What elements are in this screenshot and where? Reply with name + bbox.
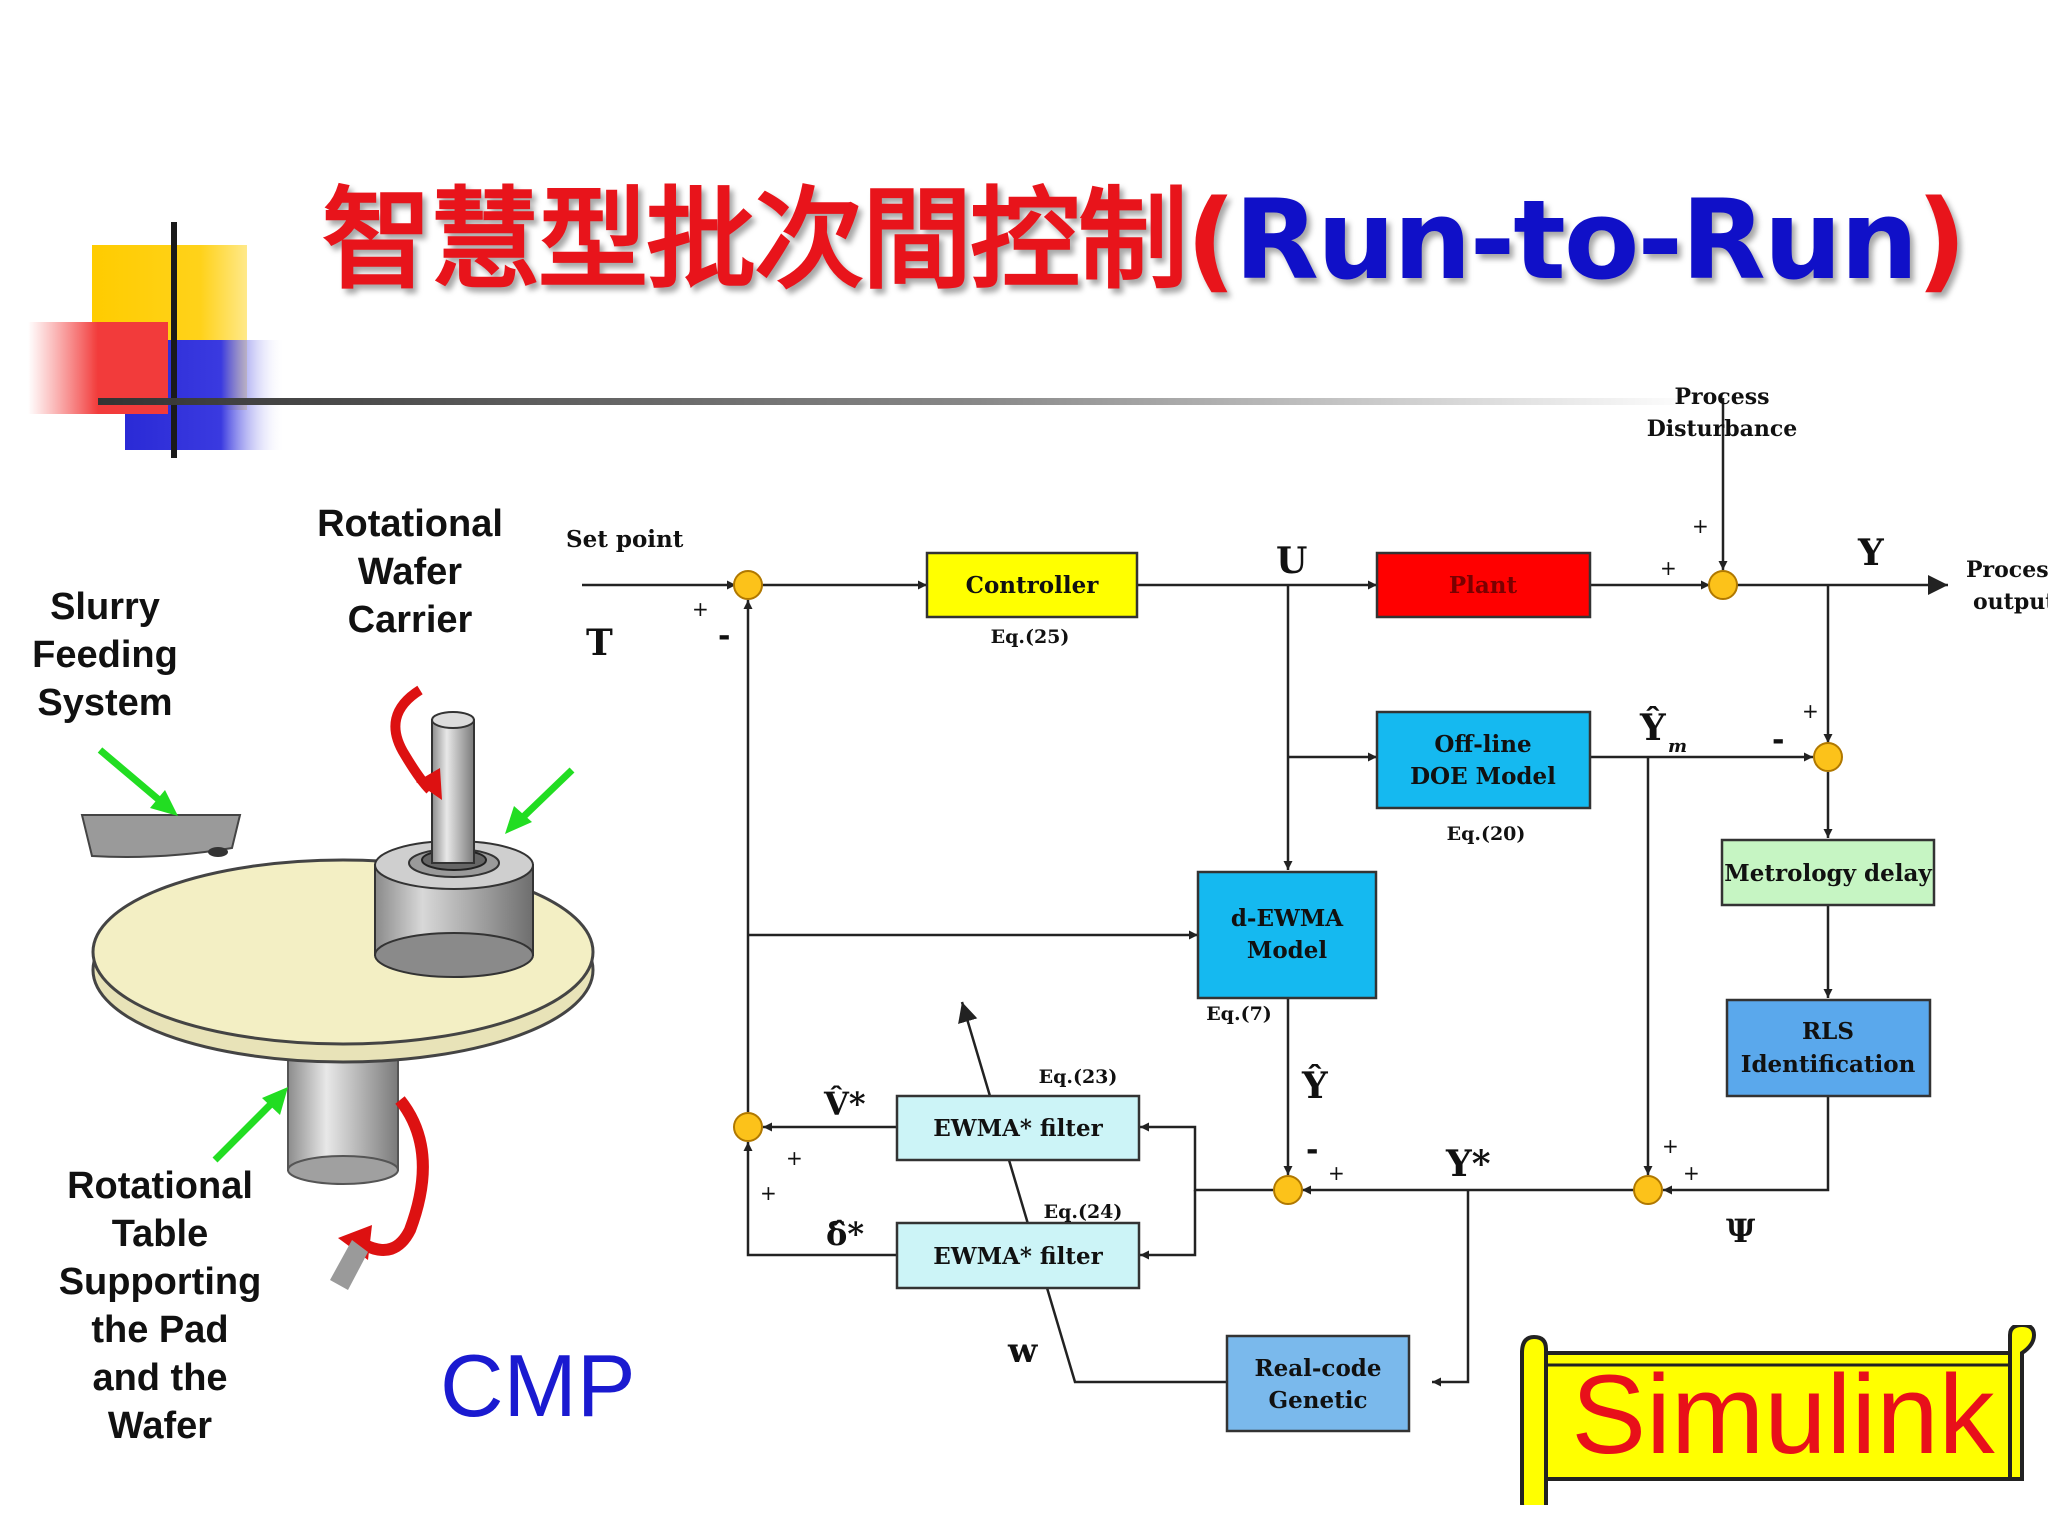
process-output-label-1: Process (1966, 557, 2048, 583)
signal-psi: Ψ (1726, 1212, 1756, 1250)
controller-label: Controller (966, 572, 1100, 599)
d-ewma-block (1196, 870, 1378, 1000)
genetic-block (1225, 1334, 1411, 1433)
junction-psi (1633, 1175, 1663, 1205)
sign-s4-plus: + (1328, 1161, 1345, 1185)
rls-label-1: RLS (1802, 1018, 1854, 1045)
ewma-filter-2-label: EWMA* filter (933, 1243, 1103, 1270)
process-disturbance-label-2: Disturbance (1647, 416, 1798, 442)
signal-Y-star: Y* (1445, 1143, 1491, 1185)
genetic-label-2: Genetic (1269, 1387, 1368, 1414)
sign-s3-minus: - (1772, 723, 1784, 758)
ewma-filter-2-block (895, 1221, 1141, 1290)
ewma-filter-1-label: EWMA* filter (933, 1115, 1103, 1142)
sign-s2-plus-top: + (1692, 514, 1709, 538)
title-run-to-run: Run-to-Run (1234, 176, 1918, 304)
signal-Y-hat: Ŷ (1301, 1065, 1329, 1107)
sign-s5-plus-right: + (1683, 1161, 1700, 1185)
wafer-carrier-label: Rotational Wafer Carrier (317, 503, 503, 641)
metrology-block (1720, 838, 1936, 907)
metrology-label: Metrology delay (1724, 860, 1932, 887)
set-point-label: Set point (566, 526, 684, 553)
junction-model-error (1813, 742, 1843, 772)
title-paren-open: ( (1186, 176, 1236, 304)
sign-s3-plus: + (1802, 699, 1819, 723)
signal-v-hat: V̂* (823, 1085, 866, 1123)
signal-lines (582, 398, 1948, 1387)
sign-s2-plus-left: + (1660, 556, 1677, 580)
junction-disturbance (1708, 570, 1738, 600)
sign-s6-plus-bottom: + (760, 1181, 777, 1205)
plant-block (1375, 551, 1592, 619)
d-ewma-label-1: d-EWMA (1231, 905, 1344, 932)
signal-T: T (586, 622, 613, 664)
junction-setpoint (733, 570, 763, 600)
signal-delta-hat: δ̂* (826, 1215, 864, 1253)
title-paren-close: ) (1916, 176, 1966, 304)
cmp-caption: CMP (440, 1336, 636, 1435)
signal-Y: Y (1857, 532, 1885, 574)
plant-label: Plant (1449, 572, 1518, 599)
signal-w: w (1007, 1331, 1038, 1371)
sign-s6-plus-right: + (786, 1146, 803, 1170)
ewma-filter-1-block (895, 1094, 1141, 1162)
eq-d-ewma: Eq.(7) (1206, 1003, 1272, 1025)
rls-block (1725, 998, 1932, 1098)
sign-s4-minus: - (1306, 1133, 1318, 1168)
eq-offline: Eq.(20) (1447, 823, 1526, 845)
eq-controller: Eq.(25) (991, 626, 1070, 648)
d-ewma-label-2: Model (1247, 937, 1328, 964)
blocks (895, 551, 1936, 1433)
sign-s5-plus-top: + (1662, 1134, 1679, 1158)
title-chinese: 智慧型批次間控制 (322, 176, 1188, 304)
simulink-label: Simulink (1571, 1352, 1995, 1477)
rotational-table-label: Rotational Table Supporting the Pad and … (58, 1165, 262, 1447)
eq-filter-1: Eq.(23) (1039, 1066, 1118, 1088)
signal-U: U (1276, 540, 1307, 582)
summing-junctions (733, 570, 1843, 1205)
eq-filter-2: Eq.(24) (1044, 1201, 1123, 1223)
process-output-label-2: output (1973, 589, 2048, 615)
offline-label-2: DOE Model (1410, 763, 1556, 790)
process-disturbance-label-1: Process (1675, 384, 1770, 410)
junction-y-hat (1273, 1175, 1303, 1205)
slurry-feeding-label: Slurry Feeding System (32, 586, 178, 724)
junction-feedback (733, 1112, 763, 1142)
signal-Ym-hat: Ŷ (1639, 707, 1667, 749)
offline-label-1: Off-line (1434, 731, 1531, 758)
controller-block (925, 551, 1139, 619)
cmp-illustration (80, 685, 595, 1290)
sign-s1-plus: + (692, 597, 709, 621)
sign-s1-minus: - (718, 619, 730, 654)
offline-doe-block (1375, 710, 1592, 810)
signal-Ym-sub: m (1668, 736, 1687, 757)
genetic-label-1: Real-code (1255, 1355, 1382, 1382)
title-rule (98, 398, 1698, 405)
simulink-badge (1520, 1325, 2037, 1505)
rls-label-2: Identification (1741, 1051, 1916, 1078)
page-title: 智慧型批次間控制(Run-to-Run) (322, 150, 1967, 310)
